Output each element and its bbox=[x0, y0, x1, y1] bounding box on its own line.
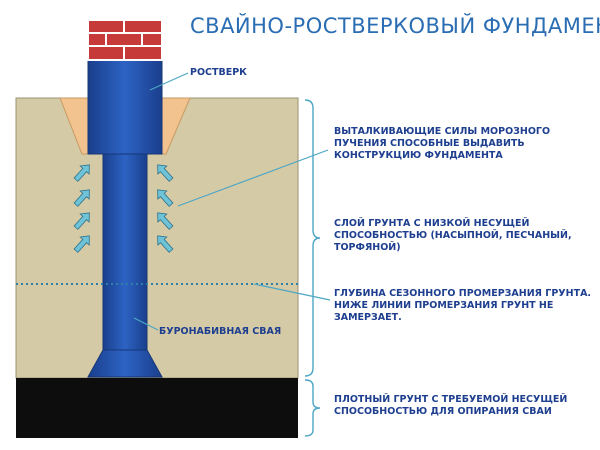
dense-soil-note: ПЛОТНЫЙ ГРУНТ С ТРЕБУЕМОЙ НЕСУЩЕЙ СПОСОБ… bbox=[334, 394, 568, 417]
freezing-depth-note: ГЛУБИНА СЕЗОННОГО ПРОМЕРЗАНИЯ ГРУНТА. НИ… bbox=[334, 288, 592, 323]
frost-heave-arrows bbox=[73, 164, 174, 253]
page-title: СВАЙНО-РОСТВЕРКОВЫЙ ФУНДАМЕНТ bbox=[190, 14, 600, 38]
brick-wall bbox=[87, 19, 163, 61]
pile-base bbox=[87, 349, 163, 378]
weak-soil-note: СЛОЙ ГРУНТА С НИЗКОЙ НЕСУЩЕЙ СПОСОБНОСТЬ… bbox=[334, 218, 572, 253]
rostverk-label: РОСТВЕРК bbox=[190, 67, 247, 78]
dense-soil-layer bbox=[16, 378, 298, 438]
leader-lines bbox=[133, 72, 331, 331]
pile-label: БУРОНАБИВНАЯ СВАЯ bbox=[159, 326, 282, 337]
rostverk-block bbox=[87, 59, 163, 155]
layer-braces bbox=[304, 99, 321, 437]
frost-heave-note: ВЫТАЛКИВАЮЩИЕ СИЛЫ МОРОЗНОГО ПУЧЕНИЯ СПО… bbox=[334, 126, 551, 161]
pile-shaft bbox=[102, 153, 148, 351]
